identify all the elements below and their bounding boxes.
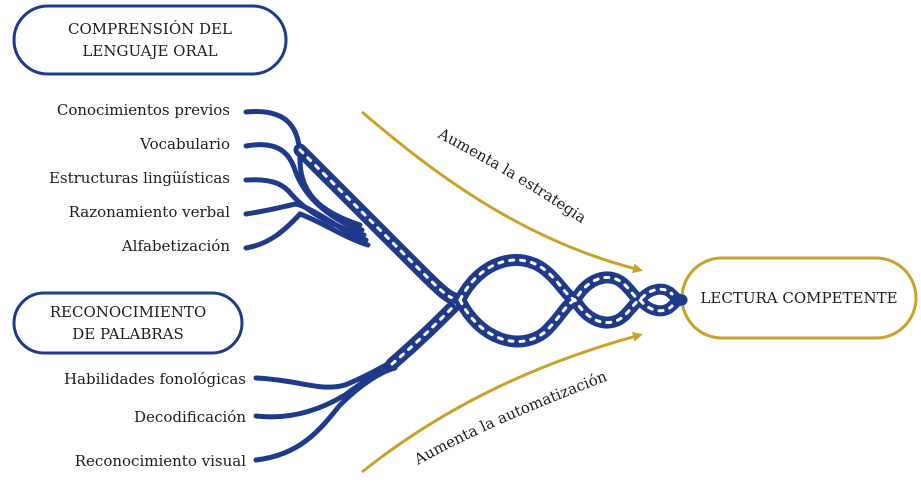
bottom-rope-twist: [392, 300, 460, 364]
competent-reading-pill: LECTURA COMPETENTE: [682, 258, 916, 338]
loop3-lower: [640, 300, 682, 311]
competent-reading-label: LECTURA COMPETENTE: [700, 289, 897, 307]
oral-language-title-line1: COMPRENSIÓN DEL: [68, 20, 232, 38]
item-language-structures: Estructuras lingüísticas: [49, 169, 230, 187]
word-recognition-title-line2: DE PALABRAS: [72, 325, 184, 343]
item-verbal-reasoning: Razonamiento verbal: [69, 203, 231, 221]
strategy-arrow-label-path: Aumenta la estrategia: [434, 124, 589, 227]
item-prior-knowledge: Conocimientos previos: [57, 101, 230, 119]
word-recognition-pill: RECONOCIMIENTO DE PALABRAS: [14, 293, 242, 353]
loop2-upper: [575, 277, 640, 300]
top-strands: [246, 112, 368, 248]
item-decoding: Decodificación: [134, 408, 246, 426]
loop1-lower: [460, 300, 575, 342]
item-vocabulary: Vocabulario: [139, 135, 230, 153]
loop1-upper: [460, 260, 575, 300]
oral-language-pill-border: [14, 6, 286, 74]
oral-language-pill: COMPRENSIÓN DEL LENGUAJE ORAL: [14, 6, 286, 74]
item-phonological-skills: Habilidades fonológicas: [64, 370, 246, 388]
word-recognition-pill-border: [14, 293, 242, 353]
oral-language-title-line2: LENGUAJE ORAL: [82, 42, 217, 60]
item-literacy: Alfabetización: [121, 237, 231, 255]
word-recognition-items: Habilidades fonológicas Decodificación R…: [64, 370, 246, 470]
braid-loops: [460, 260, 682, 342]
word-recognition-title-line1: RECONOCIMIENTO: [50, 303, 207, 321]
bottom-rope-bundle: [392, 300, 460, 364]
oral-language-items: Conocimientos previos Vocabulario Estruc…: [49, 101, 230, 255]
item-sight-recognition: Reconocimiento visual: [75, 452, 246, 470]
bottom-strands: [256, 360, 395, 460]
strategy-arrow-label: Aumenta la estrategia: [434, 124, 589, 227]
rope: [246, 112, 682, 460]
